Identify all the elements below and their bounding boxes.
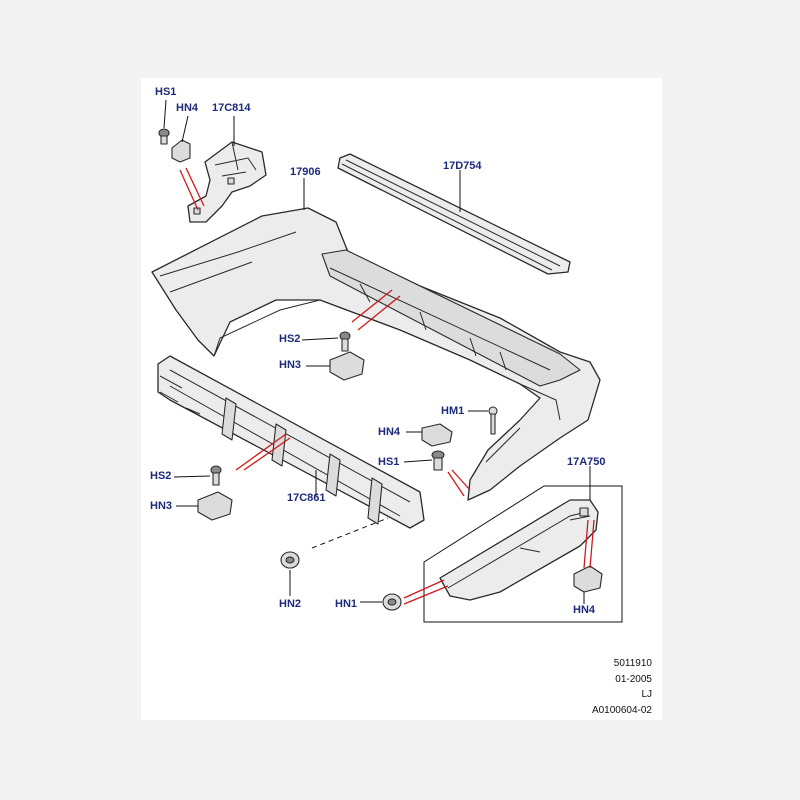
label-hn2: HN2 [279,598,302,610]
label-17d754: 17D754 [443,160,482,172]
dashed-link-hn2 [311,517,389,549]
label-hn3-upper: HN3 [279,359,302,371]
label-hn4-top: HN4 [176,102,199,114]
hs2-screw-lower [210,465,222,486]
leader-lines [163,99,591,604]
hm1-rivet [488,406,498,435]
step-plate-17d754 [337,153,571,275]
hn2-grommet [280,551,300,569]
hn4-clip-mid [421,423,453,447]
label-hn1: HN1 [335,598,358,610]
label-hn4-mid: HN4 [378,426,401,438]
label-hs1-mid: HS1 [378,456,400,468]
footer-ref-number: 5011910 [613,658,652,669]
bracket-17c814 [187,141,267,223]
hn3-nut-lower [197,491,233,521]
footer-illustration-id: A0100604-02 [591,705,652,716]
label-hs2-lower: HS2 [150,470,172,482]
red-pointer-lines [179,167,595,605]
hn4-clip-top [171,139,191,163]
label-17c814: 17C814 [212,102,251,114]
inset-frame-17a750 [423,485,623,623]
label-hs1-top: HS1 [155,86,177,98]
label-17c861: 17C861 [287,492,326,504]
footer-model-code: LJ [641,689,652,700]
footer-date: 01-2005 [615,674,652,685]
label-17906: 17906 [290,166,321,178]
hn1-nut [382,593,402,611]
bumper-cover-17906 [151,207,601,501]
hs1-bolt-top [158,128,170,145]
hs1-bolt-mid [431,450,445,471]
tray-17a750 [439,499,599,601]
hs2-screw-upper [339,331,351,352]
label-17a750: 17A750 [567,456,606,468]
label-hn4-lower: HN4 [573,604,596,616]
hn4-clip-lower [573,565,603,593]
label-hm1: HM1 [441,405,465,417]
label-hs2-upper: HS2 [279,333,301,345]
label-hn3-lower: HN3 [150,500,173,512]
hn3-nut-upper [329,351,365,381]
